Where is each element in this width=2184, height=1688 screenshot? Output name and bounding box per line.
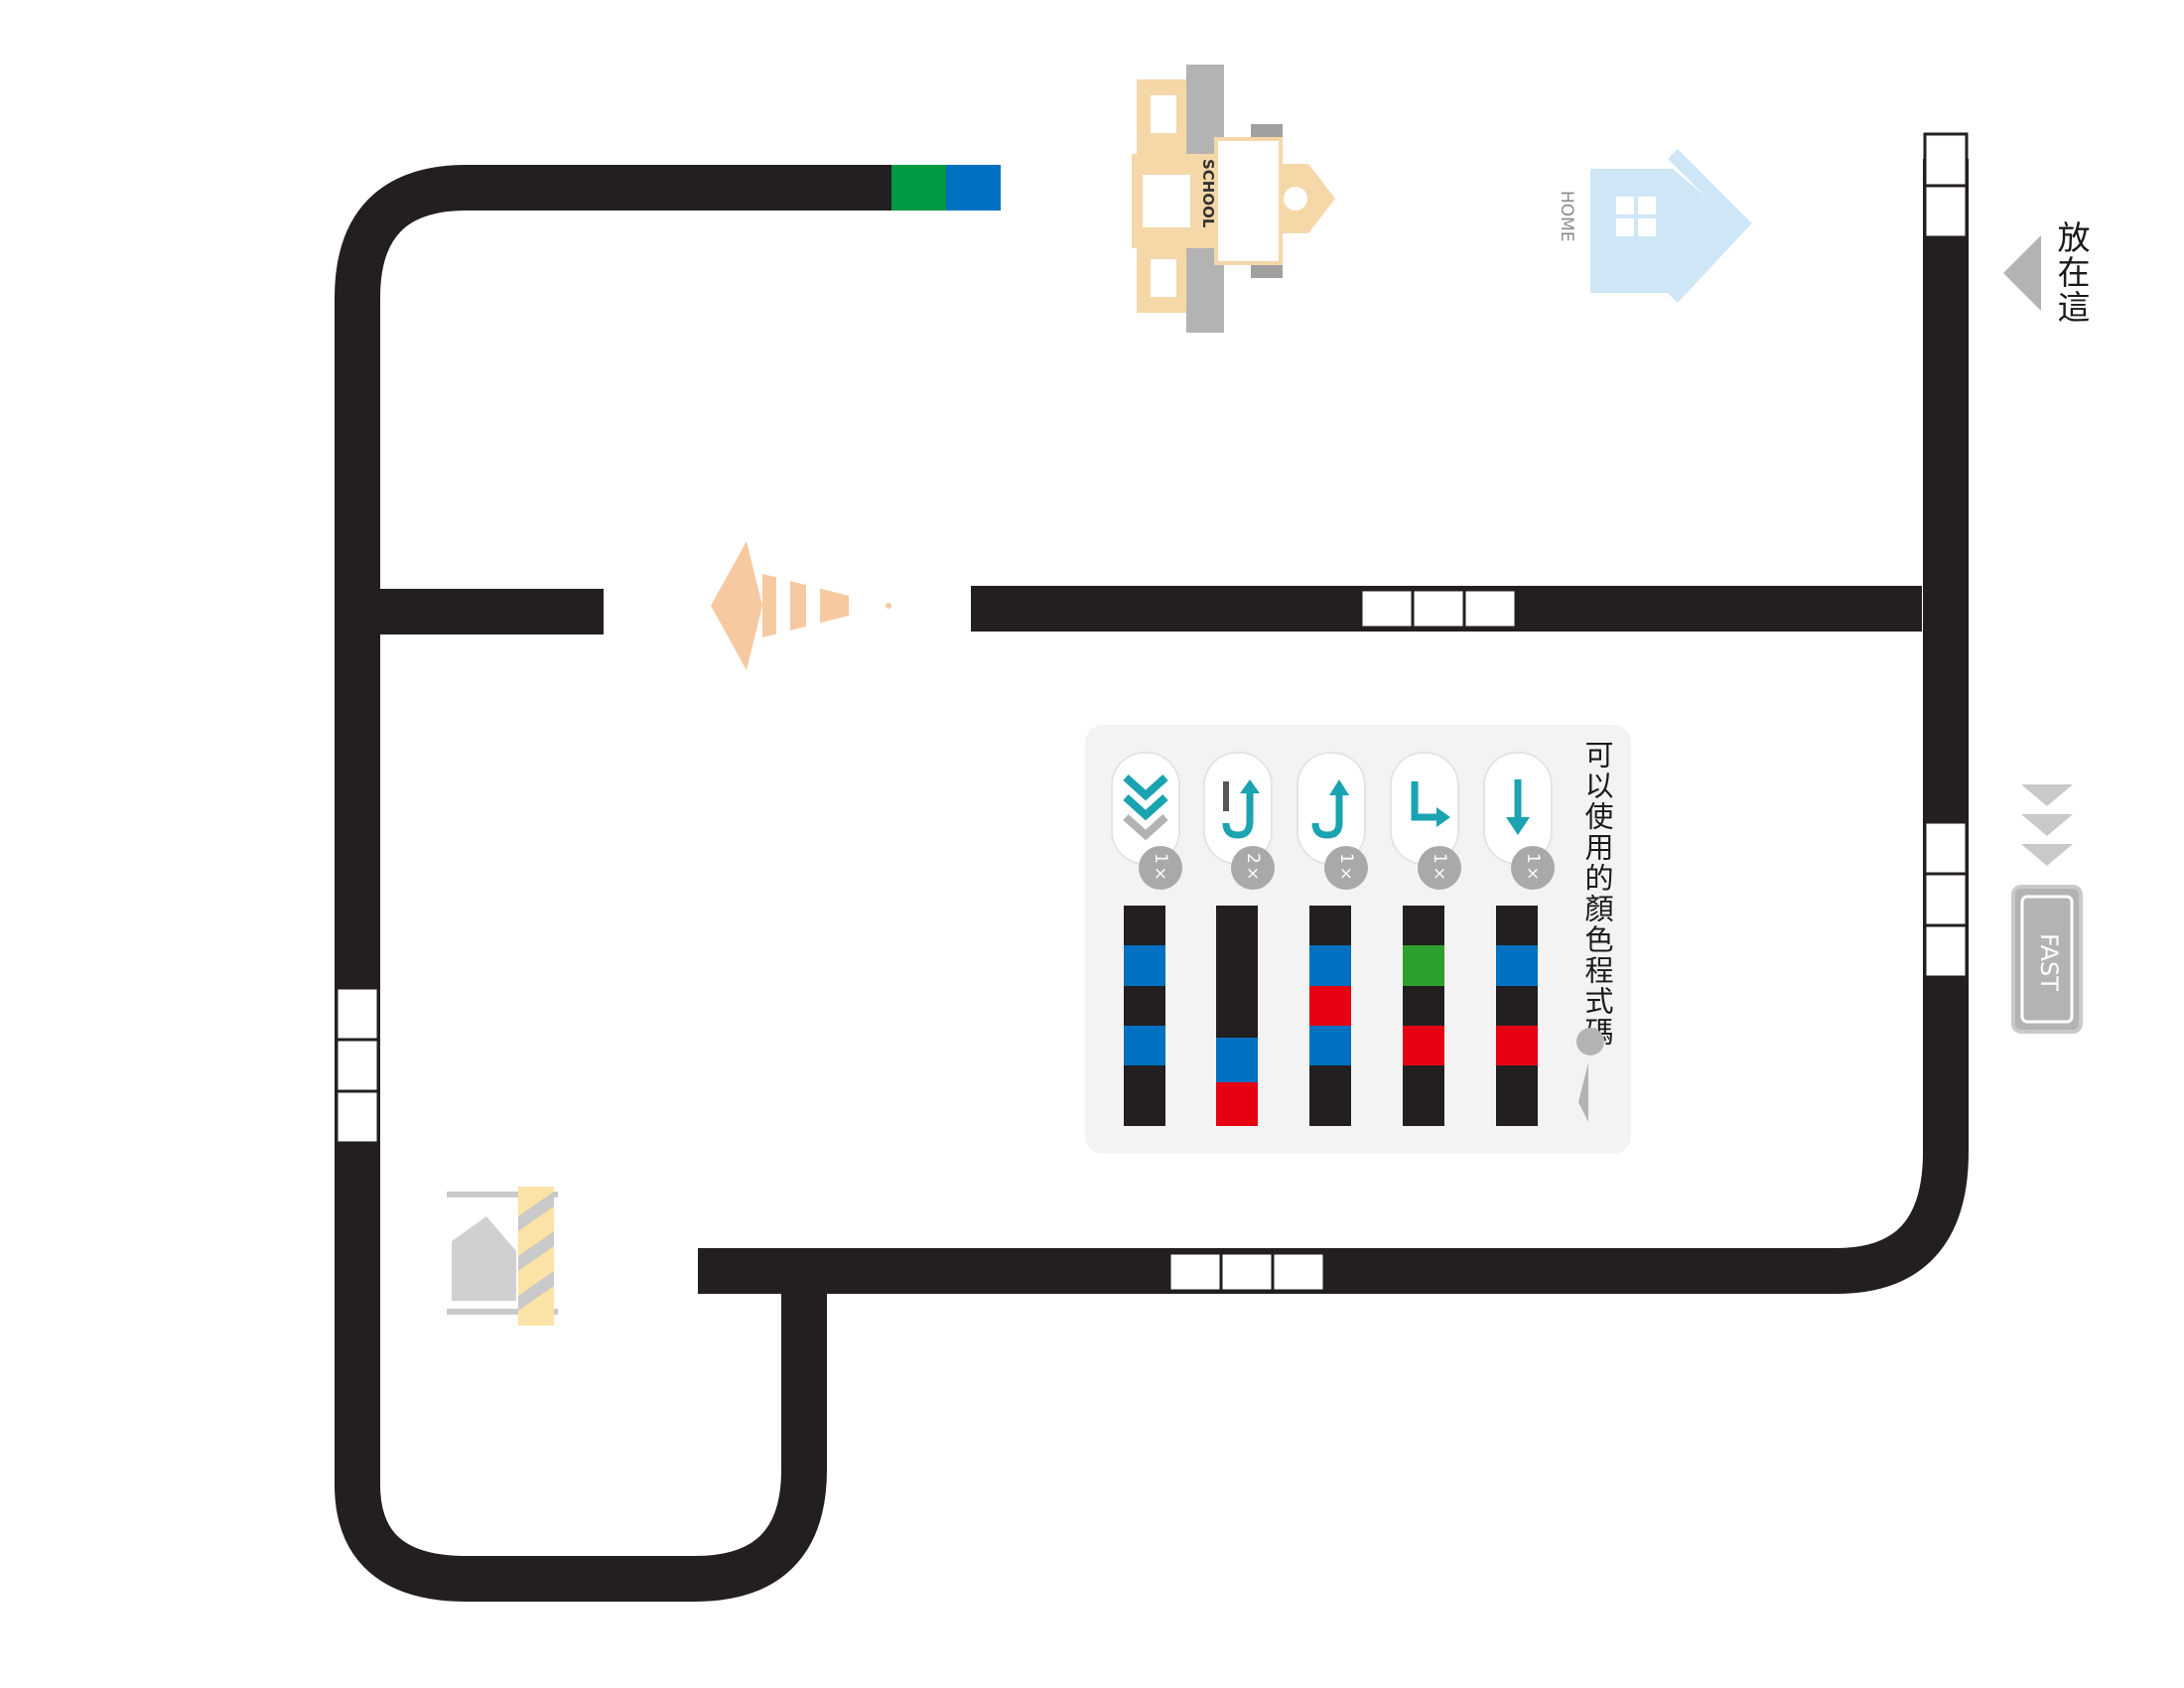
code-segment — [1124, 985, 1165, 1027]
code-segment — [1309, 985, 1351, 1027]
code-segment — [1216, 1038, 1258, 1082]
color-code-strip — [1124, 906, 1165, 1126]
code-segment — [1496, 985, 1538, 1027]
command-count-badge: 1× — [1324, 846, 1368, 890]
track-right-loop — [698, 159, 1969, 1294]
legend-title: 可以使用的顏色程式碼 — [1580, 740, 1614, 1048]
code-segment — [1403, 985, 1444, 1027]
legend-command-2 — [1203, 752, 1273, 865]
color-code-strip — [1216, 906, 1258, 1127]
command-count-badge: 1× — [1139, 846, 1182, 890]
home-label: HOME — [1557, 191, 1576, 242]
traffic-cone-icon — [711, 541, 891, 670]
crossing-right-middle — [1923, 820, 1969, 979]
speed-chevrons-icon — [1123, 774, 1168, 841]
fast-sign — [2011, 885, 2083, 1034]
code-segment — [1309, 906, 1351, 946]
crossing-bottom — [1167, 1251, 1326, 1293]
code-segment — [1124, 1026, 1165, 1066]
place-here-label: 放在這 — [2052, 220, 2091, 325]
legend-command-3 — [1297, 752, 1366, 865]
code-segment — [1309, 945, 1351, 986]
code-segment — [1496, 906, 1538, 946]
color-code-strip — [1496, 906, 1538, 1126]
legend-command-4 — [1390, 752, 1459, 865]
track-branch-left — [357, 589, 604, 634]
straight-arrow-icon — [1506, 779, 1530, 835]
code-segment — [1403, 1026, 1444, 1066]
start-arrow-icon — [2003, 235, 2041, 311]
roadblock-icon — [447, 1187, 558, 1326]
legend-arrow-icon — [1578, 1062, 1588, 1122]
track-left-loop — [335, 165, 895, 1602]
crossing-middle — [1359, 588, 1518, 630]
robot-icon — [1576, 1028, 1604, 1055]
code-blue-tile — [946, 165, 1001, 211]
turn-arrow-icon — [1311, 779, 1349, 839]
color-code-strip — [1309, 906, 1351, 1126]
code-segment — [1309, 1026, 1351, 1066]
legend-command-1 — [1111, 752, 1180, 865]
code-segment — [1309, 1065, 1351, 1126]
u-turn-icon — [1222, 779, 1260, 839]
command-count-badge: 2× — [1231, 846, 1275, 890]
color-code-strip — [1403, 906, 1444, 1126]
command-count-badge: 1× — [1418, 846, 1461, 890]
code-segment — [1216, 1081, 1258, 1127]
code-segment — [1124, 945, 1165, 986]
code-green-tile — [891, 165, 946, 211]
code-segment — [1496, 1026, 1538, 1066]
code-segment — [1403, 1065, 1444, 1126]
start-tiles — [1923, 132, 1969, 239]
code-segment — [1124, 1065, 1165, 1126]
code-segment — [1403, 945, 1444, 986]
command-count-badge: 1× — [1511, 846, 1555, 890]
right-turn-icon — [1411, 781, 1450, 827]
crossing-left — [335, 986, 380, 1145]
legend-command-5 — [1483, 752, 1553, 865]
code-segment — [1403, 906, 1444, 946]
code-segment — [1124, 906, 1165, 946]
code-segment — [1216, 906, 1258, 1039]
code-segment — [1496, 945, 1538, 986]
school-icon — [1132, 65, 1335, 333]
school-label: SCHOOL — [1199, 159, 1217, 228]
fast-label: FAST — [2035, 933, 2063, 991]
home-icon — [1590, 149, 1752, 303]
code-segment — [1496, 1065, 1538, 1126]
fast-chevrons-icon — [2021, 784, 2073, 866]
